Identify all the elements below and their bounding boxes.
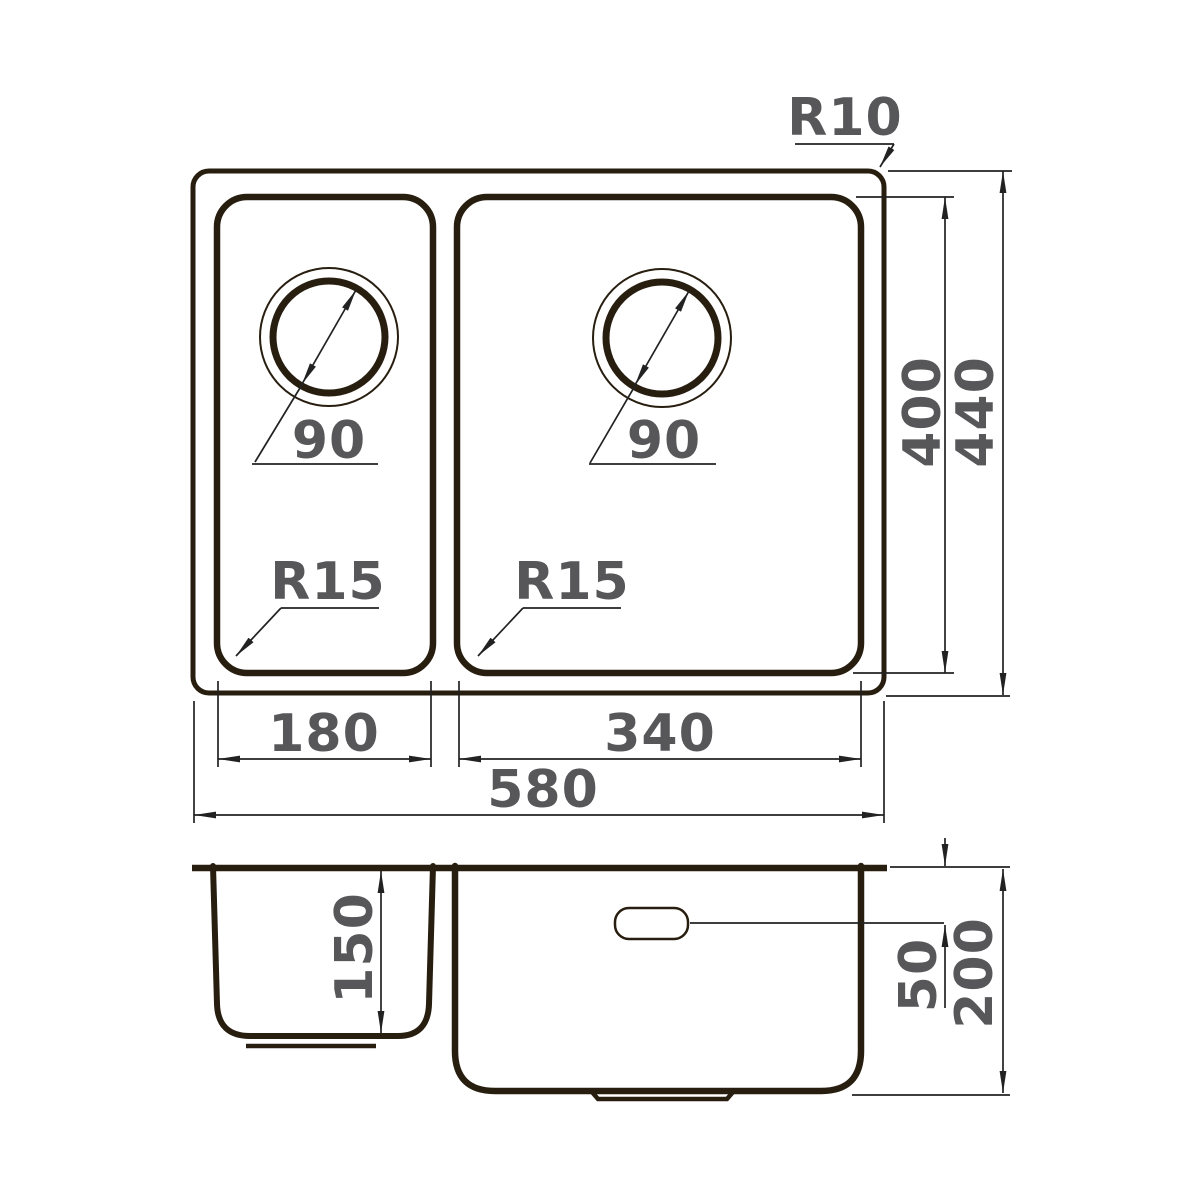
left-drain	[269, 277, 389, 397]
label-r10: R10	[787, 88, 902, 148]
sink-outer-rim	[190, 168, 887, 696]
section-left-bowl	[210, 863, 436, 1039]
right-drain	[602, 278, 722, 398]
label-150: 150	[325, 892, 385, 1004]
label-r15-right: R15	[514, 552, 629, 612]
right-bowl	[453, 193, 865, 677]
dim-overflow-offset: 50	[889, 838, 949, 1012]
label-440: 440	[946, 356, 1006, 468]
dim-r15-right: R15	[477, 552, 629, 657]
dim-right-bowl-width: 340	[459, 704, 861, 764]
label-drain-right: 90	[627, 411, 701, 471]
dim-inner-length: 400	[893, 197, 953, 673]
dim-drain-left: 90	[252, 289, 378, 471]
dim-drain-right: 90	[589, 290, 716, 471]
dim-r15-left: R15	[235, 552, 385, 657]
overflow-hole	[613, 906, 690, 941]
label-drain-left: 90	[292, 411, 366, 471]
right-drain-outer-ring	[592, 268, 732, 408]
section-right-bowl-foot	[590, 1090, 735, 1102]
extension-lines-bottom	[193, 681, 885, 823]
label-r15-left: R15	[270, 552, 385, 612]
dim-left-bowl-depth: 150	[325, 871, 385, 1033]
label-340: 340	[604, 704, 716, 764]
dim-right-bowl-depth: 200	[945, 869, 1007, 1093]
section-view: 150 50 200	[192, 838, 1010, 1102]
label-180: 180	[268, 704, 380, 764]
left-bowl	[213, 193, 437, 677]
label-200: 200	[945, 917, 1005, 1029]
left-drain-outer-ring	[259, 267, 399, 407]
top-view: 90 90 R15 R15 R10	[190, 88, 1012, 823]
label-400: 400	[893, 356, 953, 468]
dim-overall-width: 580	[194, 760, 884, 820]
extension-lines-right	[853, 170, 1012, 697]
dim-r10: R10	[787, 88, 902, 168]
dim-left-bowl-width: 180	[218, 704, 431, 764]
dim-overall-length: 440	[946, 171, 1007, 695]
section-right-bowl	[451, 862, 865, 1095]
label-580: 580	[487, 760, 599, 820]
label-50: 50	[889, 938, 949, 1012]
